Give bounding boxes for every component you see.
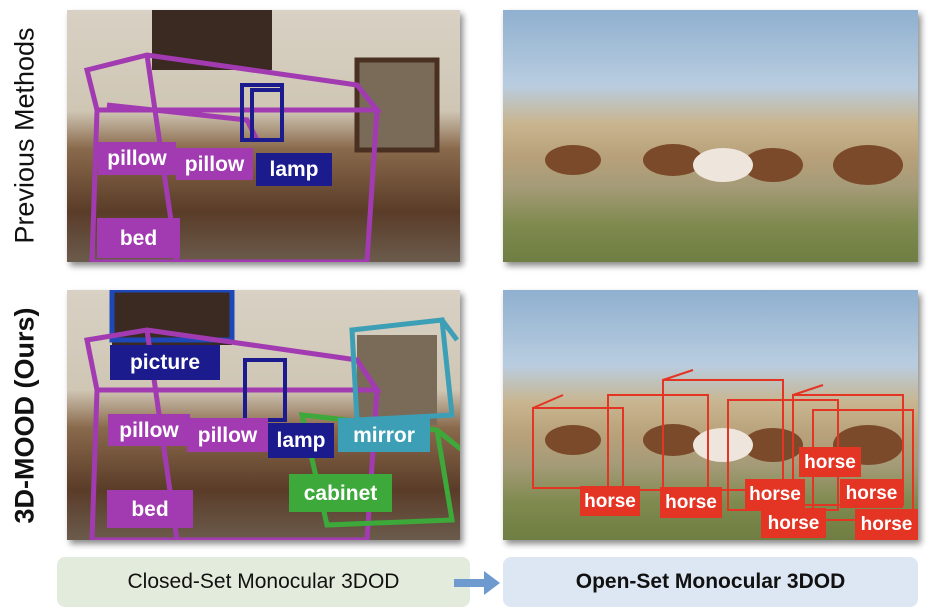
label-horse: horse [855, 509, 918, 540]
ours-indoor-image: picture pillow pillow lamp mirror cabine… [67, 290, 460, 540]
open-set-caption-text: Open-Set Monocular 3DOD [575, 570, 846, 593]
label-horse: horse [840, 479, 903, 508]
label-horse: horse [761, 508, 826, 538]
label-horse: horse [580, 486, 640, 516]
closed-set-caption-text: Closed-Set Monocular 3DOD [127, 570, 400, 593]
previous-indoor-boxes [83, 10, 440, 262]
ours-outdoor-image: horse horse horse horse horse horse hors… [503, 290, 918, 540]
label-pillow: pillow [176, 148, 253, 180]
label-bed: bed [107, 490, 193, 528]
label-pillow: pillow [108, 414, 190, 446]
label-mirror: mirror [338, 418, 430, 452]
label-horse: horse [660, 487, 722, 518]
label-picture: picture [110, 345, 220, 380]
label-lamp: lamp [268, 423, 334, 458]
label-cabinet: cabinet [289, 474, 392, 512]
label-bed: bed [97, 218, 180, 258]
previous-indoor-image: pillow pillow lamp bed [67, 10, 460, 262]
horses-image [545, 144, 903, 185]
label-lamp: lamp [256, 153, 332, 186]
label-pillow: pillow [187, 418, 268, 452]
open-set-caption: Open-Set Monocular 3DOD [503, 557, 918, 607]
arrow-icon [454, 571, 500, 595]
label-horse: horse [745, 479, 805, 510]
previous-outdoor-image [503, 10, 918, 262]
label-pillow: pillow [98, 142, 176, 175]
row-label-ours: 3D-MOOD (Ours) [9, 307, 40, 524]
closed-set-caption: Closed-Set Monocular 3DOD [57, 557, 470, 607]
label-horse: horse [799, 447, 861, 477]
row-label-previous: Previous Methods [9, 27, 40, 244]
